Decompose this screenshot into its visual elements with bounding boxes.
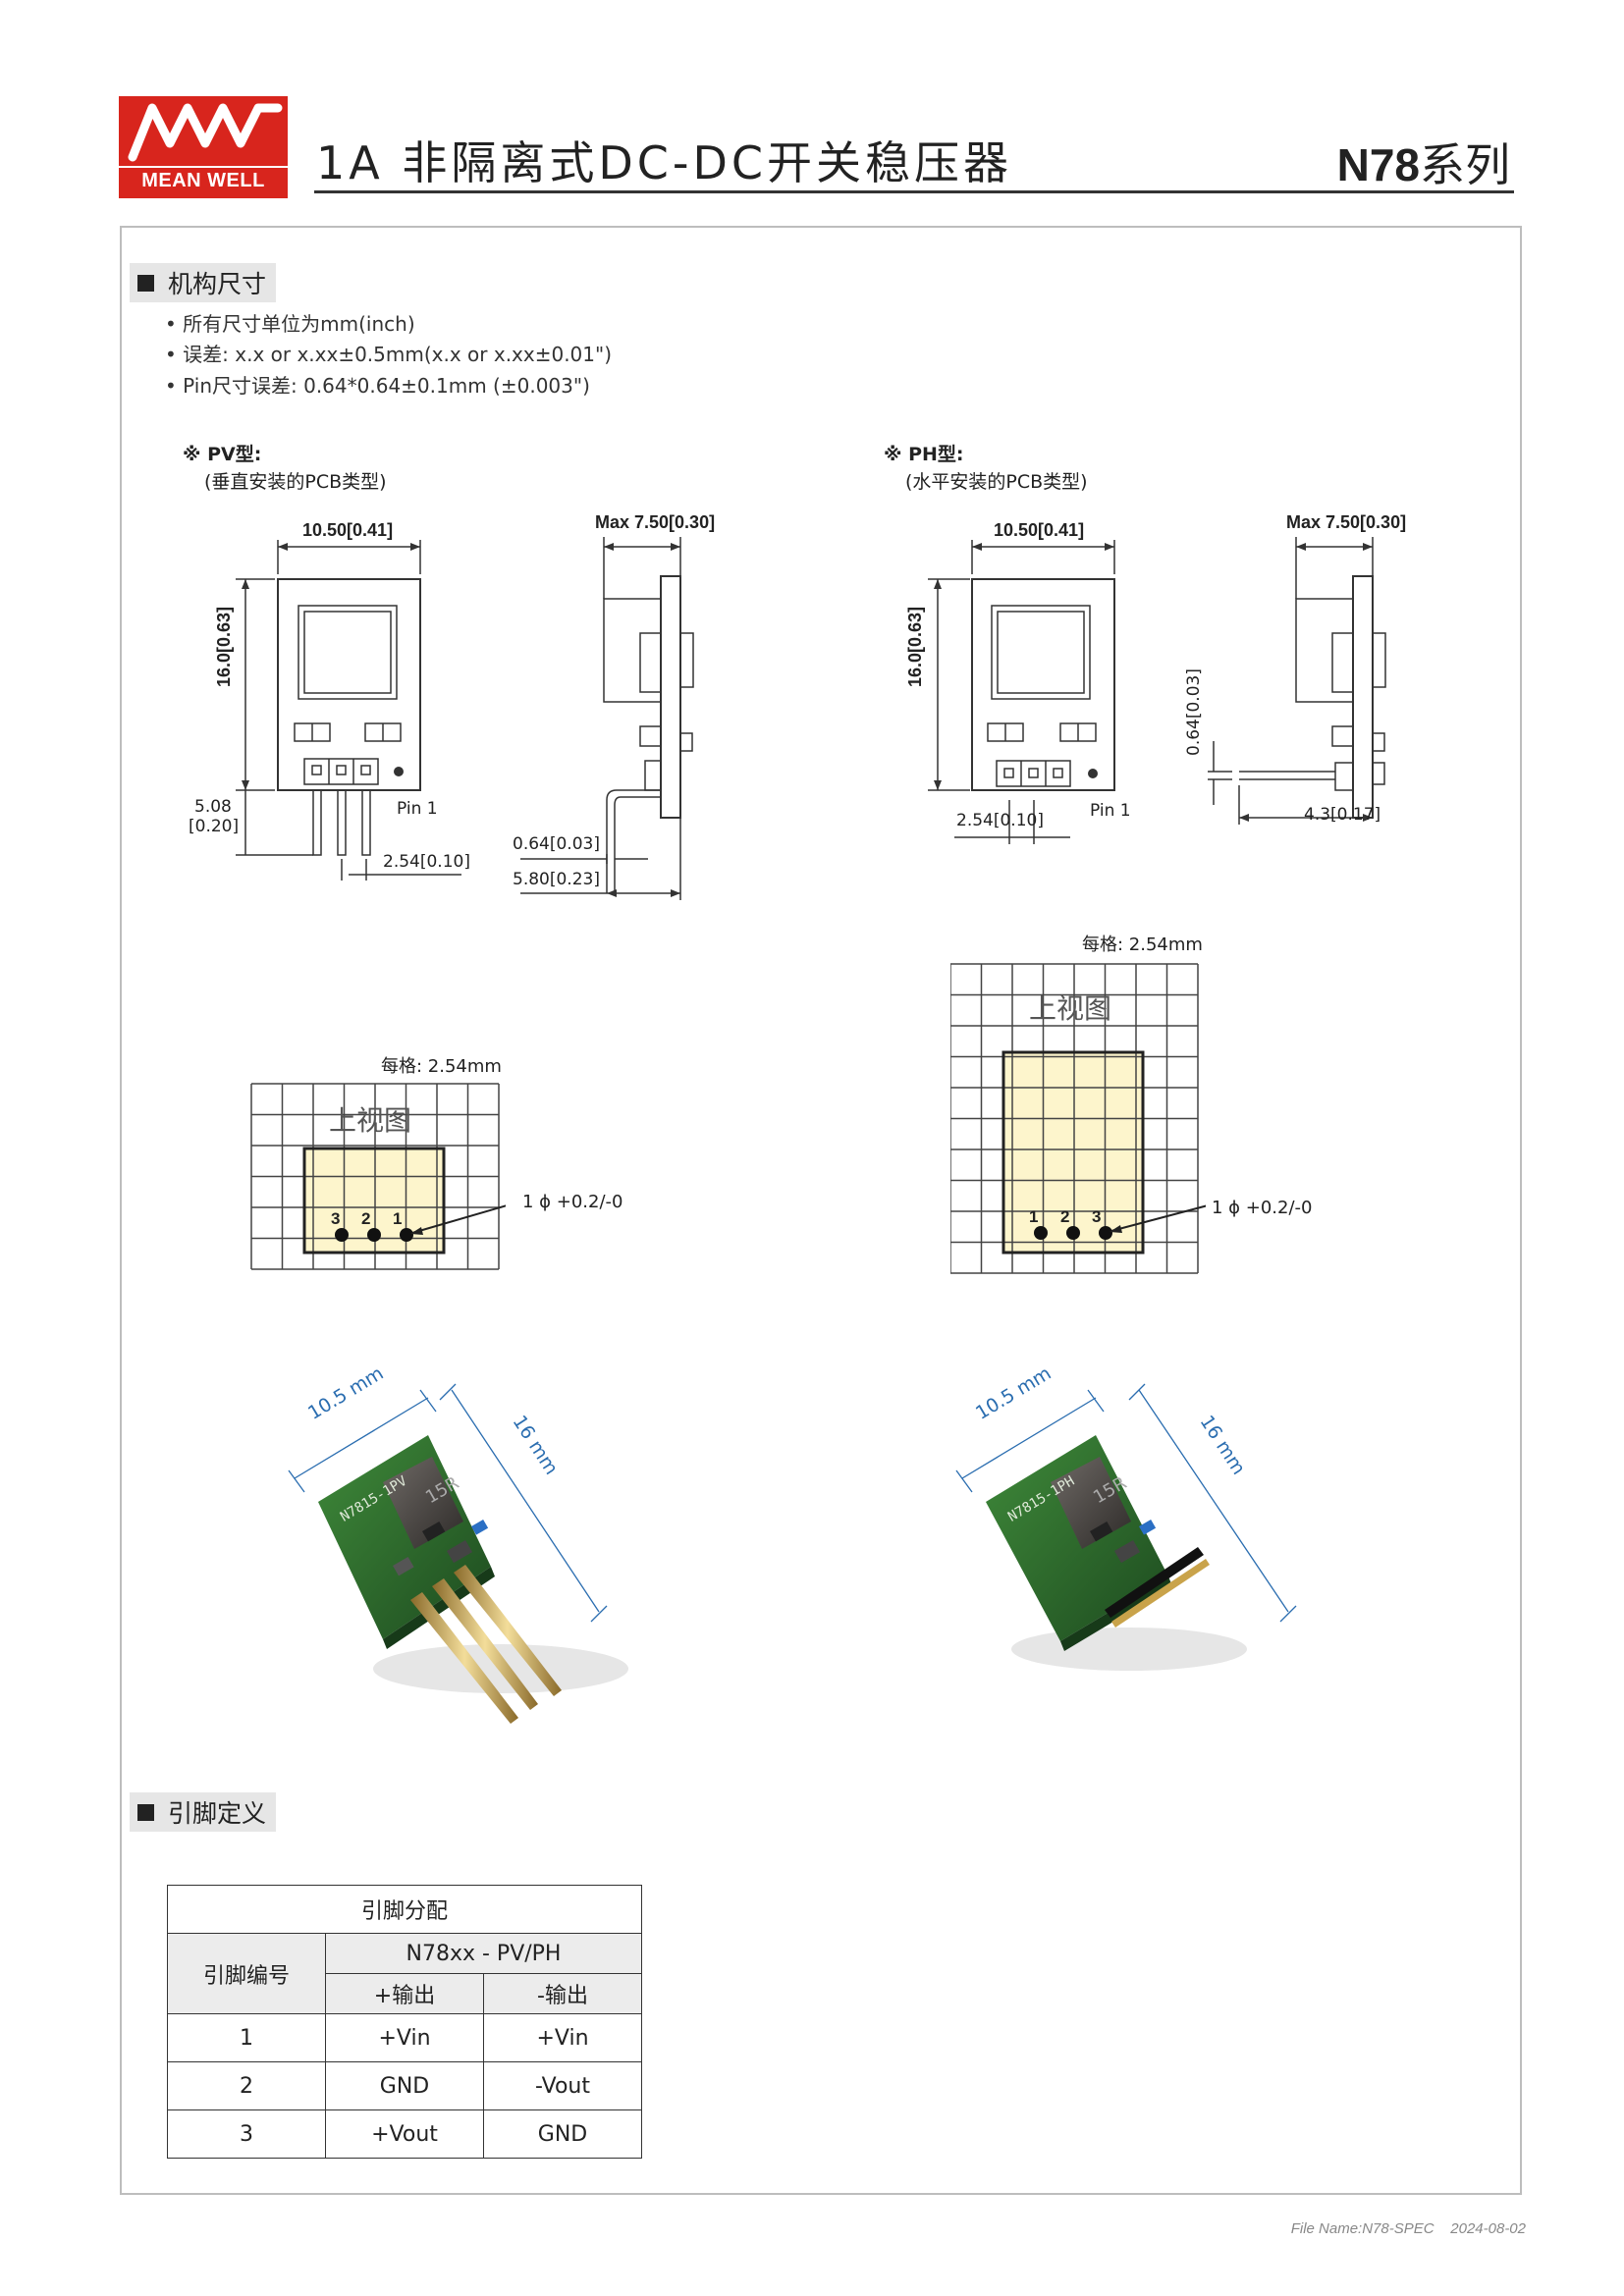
ph-max-depth-label: Max 7.50[0.30] bbox=[1286, 512, 1407, 532]
section-heading-pinout: 引脚定义 bbox=[130, 1792, 277, 1832]
pv-pin-number-3: 3 bbox=[331, 1209, 341, 1228]
pv-side-view-drawing bbox=[520, 537, 694, 900]
ph-grid-scale-label: 每格: 2.54mm bbox=[1082, 934, 1203, 955]
table-row: 2 GND -Vout bbox=[167, 2061, 642, 2110]
note-pin-tolerance: • Pin尺寸误差: 0.64*0.64±0.1mm (±0.003") bbox=[165, 374, 590, 398]
col-header-positive: +输出 bbox=[325, 1973, 484, 2014]
negative-output-cell: +Vin bbox=[483, 2013, 642, 2062]
section-bullet-icon bbox=[137, 1804, 154, 1821]
ph-pin-number-3: 3 bbox=[1092, 1207, 1102, 1226]
pv-pin-length-inch-label: [0.20] bbox=[189, 817, 240, 836]
ph-pin-extension-label: 4.3[0.17] bbox=[1304, 805, 1381, 825]
ph-side-view-drawing bbox=[1208, 537, 1386, 825]
table-title: 引脚分配 bbox=[167, 1885, 642, 1934]
col-header-negative: -输出 bbox=[483, 1973, 642, 2014]
ph-pitch-label: 2.54[0.10] bbox=[956, 811, 1044, 830]
pin-number-cell: 1 bbox=[167, 2013, 326, 2062]
pv-width-label: 10.50[0.41] bbox=[302, 520, 394, 540]
positive-output-cell: +Vout bbox=[325, 2109, 484, 2159]
footer-date: 2024-08-02 bbox=[1450, 2220, 1526, 2237]
table-title-row: 引脚分配 bbox=[167, 1885, 642, 1934]
pv-grid-scale-label: 每格: 2.54mm bbox=[381, 1056, 502, 1077]
table-row: 1 +Vin +Vin bbox=[167, 2013, 642, 2062]
table-row: 3 +Vout GND bbox=[167, 2109, 642, 2159]
pv-max-depth-label: Max 7.50[0.30] bbox=[595, 512, 716, 532]
pin-number-cell: 2 bbox=[167, 2061, 326, 2110]
content-frame bbox=[120, 226, 1522, 2195]
pv-type-label: ※ PV型: bbox=[183, 444, 262, 465]
header-rule bbox=[314, 190, 1514, 193]
pv-height-label: 16.0[0.63] bbox=[214, 606, 234, 687]
negative-output-cell: -Vout bbox=[483, 2061, 642, 2110]
pv-pin-length-label: 5.08 bbox=[194, 797, 232, 817]
pv-pin1-label: Pin 1 bbox=[397, 799, 438, 819]
ph-pin-number-2: 2 bbox=[1060, 1207, 1070, 1226]
ph-desc: (水平安装的PCB类型) bbox=[905, 471, 1088, 493]
footer-file-name: File Name:N78-SPEC bbox=[1290, 2220, 1435, 2237]
table-subheader-row: +输出 -输出 bbox=[168, 1973, 642, 2014]
section-heading-mechanical: 机构尺寸 bbox=[130, 263, 277, 302]
pv-footprint-grid bbox=[250, 1083, 506, 1270]
ph-top-view-label: 上视图 bbox=[1029, 992, 1112, 1025]
footer: File Name:N78-SPEC 2024-08-02 bbox=[1291, 2220, 1526, 2237]
ph-height-label: 16.0[0.63] bbox=[905, 606, 925, 687]
col-header-model: N78xx - PV/PH bbox=[325, 1933, 642, 1974]
negative-output-cell: GND bbox=[483, 2109, 642, 2159]
ph-pin-size-label: 0.64[0.03] bbox=[1184, 668, 1204, 756]
logo-text: MEAN WELL bbox=[119, 166, 288, 192]
note-units: • 所有尺寸单位为mm(inch) bbox=[165, 312, 415, 336]
mean-well-logo: MEAN WELL bbox=[119, 96, 288, 198]
ph-hole-spec: 1 ɸ +0.2/-0 bbox=[1212, 1198, 1313, 1218]
series-suffix: 系列 bbox=[1420, 138, 1510, 191]
pv-product-photo bbox=[288, 1383, 628, 1724]
ph-pin-number-1: 1 bbox=[1029, 1207, 1039, 1226]
ph-footprint-grid bbox=[950, 963, 1206, 1274]
pv-top-view-label: 上视图 bbox=[329, 1104, 412, 1137]
series-title: N78系列 bbox=[1337, 130, 1510, 194]
pv-pin-number-1: 1 bbox=[393, 1209, 403, 1228]
ph-front-view-drawing bbox=[928, 540, 1115, 844]
pv-desc: (垂直安装的PCB类型) bbox=[204, 471, 387, 493]
section-bullet-icon bbox=[137, 275, 154, 292]
ph-pin1-label: Pin 1 bbox=[1090, 801, 1131, 821]
ph-width-label: 10.50[0.41] bbox=[994, 520, 1085, 540]
positive-output-cell: GND bbox=[325, 2061, 484, 2110]
ph-type-label: ※ PH型: bbox=[884, 444, 964, 465]
document-title: 1A 非隔离式DC-DC开关稳压器 bbox=[316, 136, 1013, 189]
pv-front-view-drawing bbox=[236, 540, 461, 881]
positive-output-cell: +Vin bbox=[325, 2013, 484, 2062]
table-header-row: 引脚编号 N78xx - PV/PH bbox=[167, 1933, 642, 2014]
pin-number-cell: 3 bbox=[167, 2109, 326, 2159]
pv-pin-number-2: 2 bbox=[361, 1209, 371, 1228]
pin-assignment-table: 引脚分配 引脚编号 N78xx - PV/PH +输出 -输出 1 +Vin +… bbox=[167, 1885, 642, 2159]
pv-pin-size-label: 0.64[0.03] bbox=[513, 834, 600, 854]
col-header-pin: 引脚编号 bbox=[167, 1933, 326, 2014]
ph-product-photo bbox=[955, 1383, 1297, 1671]
pv-pitch-label: 2.54[0.10] bbox=[383, 852, 470, 872]
series-code: N78 bbox=[1336, 139, 1420, 190]
note-tolerance: • 误差: x.x or x.xx±0.5mm(x.x or x.xx±0.01… bbox=[165, 343, 613, 366]
pv-hole-spec: 1 ɸ +0.2/-0 bbox=[522, 1192, 623, 1212]
mw-logo-mark bbox=[128, 103, 283, 162]
pv-offset-label: 5.80[0.23] bbox=[513, 870, 600, 889]
